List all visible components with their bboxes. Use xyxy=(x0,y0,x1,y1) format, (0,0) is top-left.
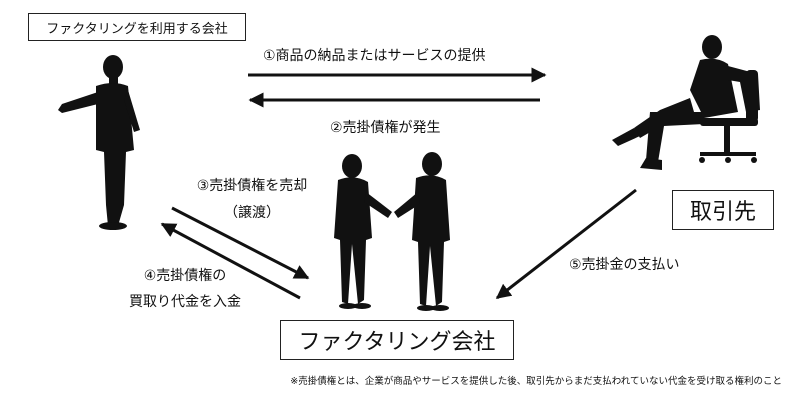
footnote: ※売掛債権とは、企業が商品やサービスを提供した後、取引先からまだ支払われていない… xyxy=(290,376,782,387)
factoring-company-label: ファクタリング会社 xyxy=(280,320,514,360)
step3-label-line1: ③売掛債権を売却 xyxy=(196,178,308,194)
step1-label: ①商品の納品またはサービスの提供 xyxy=(263,48,486,64)
handshake-icon xyxy=(334,152,450,311)
business-partner-person-icon xyxy=(612,35,760,170)
step4-label-line1: ④売掛債権の xyxy=(143,268,227,284)
business-partner-label: 取引先 xyxy=(672,190,774,230)
step3-label-line2: （譲渡） xyxy=(224,205,280,221)
arrow-step5 xyxy=(495,188,637,300)
client-company-label: ファクタリングを利用する会社 xyxy=(28,13,246,41)
step4-label-line2: 買取り代金を入金 xyxy=(129,294,241,310)
arrow-step3 xyxy=(171,206,310,280)
step2-label: ②売掛債権が発生 xyxy=(330,120,441,136)
client-person-icon xyxy=(58,55,140,230)
arrow-step4 xyxy=(160,222,301,300)
step5-label: ⑤売掛金の支払い xyxy=(569,257,680,273)
